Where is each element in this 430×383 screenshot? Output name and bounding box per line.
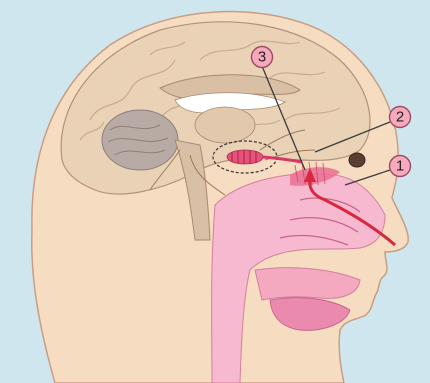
callout-3: 3 [252,47,273,68]
callout-3-label: 3 [258,49,266,66]
thalamus [195,107,255,143]
callout-2-label: 2 [396,109,404,126]
eye [349,153,365,167]
callout-2: 2 [390,107,411,128]
cerebellum [102,110,178,170]
callout-1-label: 1 [396,158,404,175]
callout-1: 1 [390,156,411,177]
